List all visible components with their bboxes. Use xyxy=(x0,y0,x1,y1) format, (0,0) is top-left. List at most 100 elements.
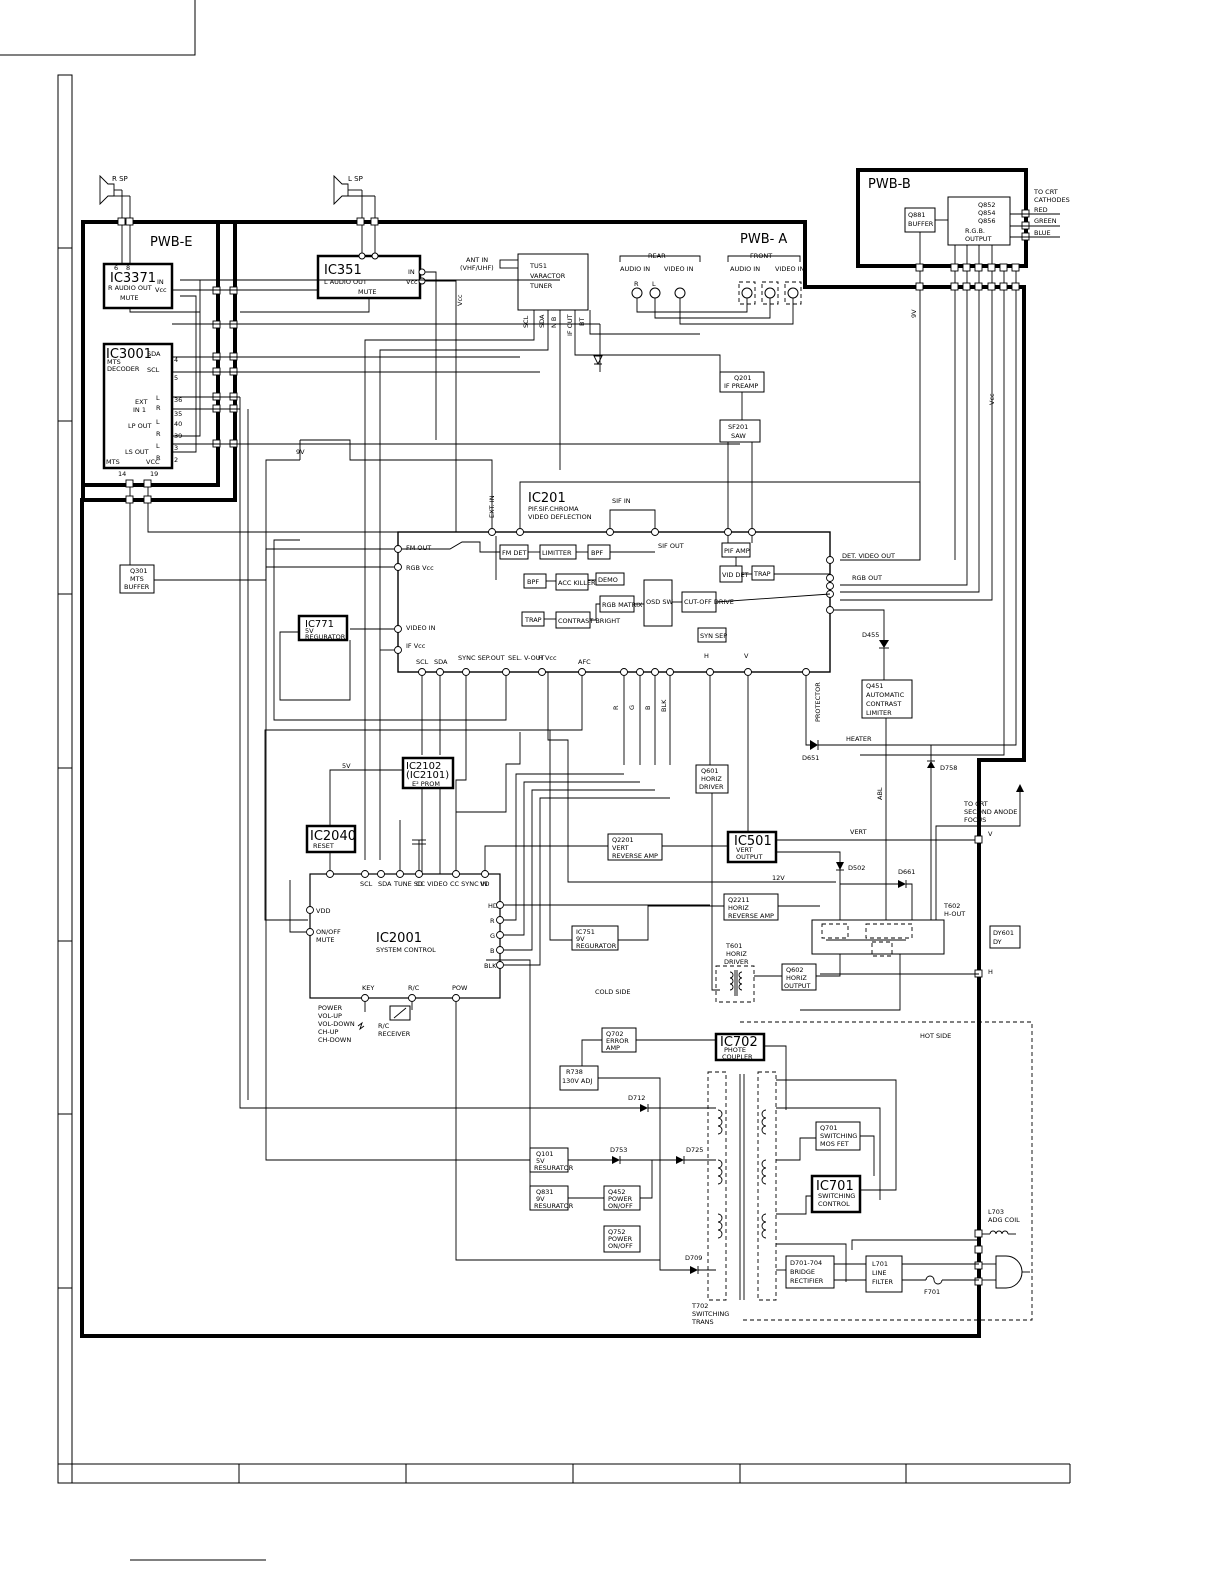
svg-text:SF201: SF201 xyxy=(728,423,748,431)
svg-text:VCC: VCC xyxy=(146,458,160,466)
svg-text:POWER: POWER xyxy=(608,1235,633,1243)
ac-plug-icon xyxy=(982,1255,1030,1289)
d651-label: D651 xyxy=(802,754,819,762)
ic201-top-wire xyxy=(519,481,921,560)
svg-text:R: R xyxy=(612,705,620,710)
svg-text:40: 40 xyxy=(174,420,182,428)
svg-text:OSD SW: OSD SW xyxy=(646,598,673,606)
svg-text:IC701: IC701 xyxy=(816,1179,854,1194)
svg-text:RECEIVER: RECEIVER xyxy=(378,1030,411,1038)
svg-text:IF OUT: IF OUT xyxy=(566,314,574,336)
svg-text:DRIVER: DRIVER xyxy=(724,958,749,966)
l703-block: L703 ADG COIL xyxy=(979,1208,1020,1235)
svg-text:D701-704: D701-704 xyxy=(790,1259,822,1267)
pwb-b-vcc-label: Vcc xyxy=(988,393,996,405)
zener-icon xyxy=(593,355,603,366)
svg-text:SCL: SCL xyxy=(522,315,530,328)
keys-list: POWER VOL-UP VOL-DOWN CH-UP CH-DOWN xyxy=(318,1004,365,1044)
svg-text:HD: HD xyxy=(488,902,498,910)
h-connector xyxy=(974,969,983,978)
svg-text:PHOTE: PHOTE xyxy=(724,1046,746,1054)
pwb-e-wires xyxy=(129,279,740,1109)
svg-text:DRIVER: DRIVER xyxy=(699,783,724,791)
svg-text:35: 35 xyxy=(174,410,182,418)
svg-text:TU51: TU51 xyxy=(529,262,547,270)
svg-text:FM OUT: FM OUT xyxy=(406,544,431,552)
d661-diode xyxy=(840,880,913,920)
svg-text:R: R xyxy=(156,430,161,438)
svg-text:BUFFER: BUFFER xyxy=(908,220,934,228)
svg-text:G: G xyxy=(490,932,495,940)
svg-text:Q854: Q854 xyxy=(978,209,996,217)
svg-text:CONTRAST: CONTRAST xyxy=(866,700,901,708)
svg-text:IC2001: IC2001 xyxy=(376,931,422,946)
svg-text:SDA: SDA xyxy=(434,658,448,666)
svg-text:SAW: SAW xyxy=(731,432,746,440)
pwb-e-connectors xyxy=(125,286,238,504)
r738-block: R738 130V ADJ xyxy=(559,1065,690,1271)
svg-text:T602: T602 xyxy=(943,902,960,910)
svg-text:VD: VD xyxy=(480,880,489,888)
svg-text:8: 8 xyxy=(126,264,130,272)
hot-side-label: HOT SIDE xyxy=(920,1032,951,1040)
svg-text:AMP: AMP xyxy=(606,1044,620,1052)
svg-text:IC2040: IC2040 xyxy=(310,829,356,844)
svg-text:SCL: SCL xyxy=(416,658,429,666)
svg-text:B: B xyxy=(490,947,494,955)
ic751-block: IC751 9V REGURATOR xyxy=(549,730,619,951)
d712-label: D712 xyxy=(628,1094,645,1102)
svg-text:SDA: SDA xyxy=(378,880,392,888)
svg-text:N B: N B xyxy=(550,317,558,328)
svg-text:Q856: Q856 xyxy=(978,217,996,225)
svg-text:LP OUT: LP OUT xyxy=(128,422,151,430)
svg-text:CONTROL: CONTROL xyxy=(818,1200,850,1208)
svg-text:VOL-DOWN: VOL-DOWN xyxy=(318,1020,355,1028)
speaker-r-icon xyxy=(99,174,131,218)
svg-text:SDA: SDA xyxy=(538,314,546,328)
svg-text:MTS: MTS xyxy=(130,575,144,583)
svg-text:IC351: IC351 xyxy=(324,263,362,278)
pwb-b-content: Q881 BUFFER Q852 Q854 Q856 R.G.B. OUTPUT… xyxy=(904,188,1070,264)
q602-block: Q602 HORIZ OUTPUT xyxy=(754,963,817,991)
svg-text:Q2211: Q2211 xyxy=(728,896,750,904)
svg-text:FM DET: FM DET xyxy=(502,549,527,557)
svg-text:IC201: IC201 xyxy=(528,491,566,506)
svg-text:T601: T601 xyxy=(725,942,742,950)
svg-text:3: 3 xyxy=(174,444,178,452)
svg-text:IC3371: IC3371 xyxy=(110,271,156,286)
svg-text:MUTE: MUTE xyxy=(358,288,376,296)
f701-label: F701 xyxy=(924,1288,940,1296)
svg-text:H Vcc: H Vcc xyxy=(538,654,557,662)
svg-text:POW: POW xyxy=(452,984,468,992)
d758-diode xyxy=(927,745,935,920)
svg-text:LIMITTER: LIMITTER xyxy=(542,549,572,557)
svg-text:BPF: BPF xyxy=(527,578,539,586)
svg-text:REVERSE AMP: REVERSE AMP xyxy=(612,852,658,860)
svg-text:BPF: BPF xyxy=(591,549,603,557)
svg-text:Q2201: Q2201 xyxy=(612,836,634,844)
dy601-block: DY601 DY xyxy=(989,925,1021,949)
d701-block: D701-704 BRIDGE RECTIFIER xyxy=(776,1255,866,1289)
svg-text:ON/OFF: ON/OFF xyxy=(608,1242,633,1250)
svg-text:VERT: VERT xyxy=(612,844,629,852)
svg-text:ERROR: ERROR xyxy=(606,1037,629,1045)
hot-side-boundary xyxy=(740,1021,1033,1321)
svg-text:Q201: Q201 xyxy=(734,374,752,382)
svg-text:36: 36 xyxy=(174,396,182,404)
tu51-block: TU51 VARACTOR TUNER ANT IN (VHF/UHF) SCL… xyxy=(364,253,721,860)
svg-text:VIDEO IN: VIDEO IN xyxy=(775,265,805,273)
svg-text:H-OUT: H-OUT xyxy=(944,910,965,918)
svg-text:BLK: BLK xyxy=(484,962,497,970)
ic2001-block: IC2001 SYSTEM CONTROL VDD ON/OFF MUTE SC… xyxy=(289,773,710,1261)
svg-text:LS OUT: LS OUT xyxy=(125,448,149,456)
svg-text:TUNER: TUNER xyxy=(529,282,553,290)
svg-text:SYN SEP: SYN SEP xyxy=(700,632,727,640)
svg-text:IN: IN xyxy=(157,278,164,286)
d709-label: D709 xyxy=(685,1254,702,1262)
svg-text:19: 19 xyxy=(150,470,158,478)
svg-text:Q451: Q451 xyxy=(866,682,884,690)
svg-text:R738: R738 xyxy=(566,1068,583,1076)
ic701-block: IC701 SWITCHING CONTROL xyxy=(776,1079,897,1214)
svg-text:IF Vcc: IF Vcc xyxy=(406,642,426,650)
